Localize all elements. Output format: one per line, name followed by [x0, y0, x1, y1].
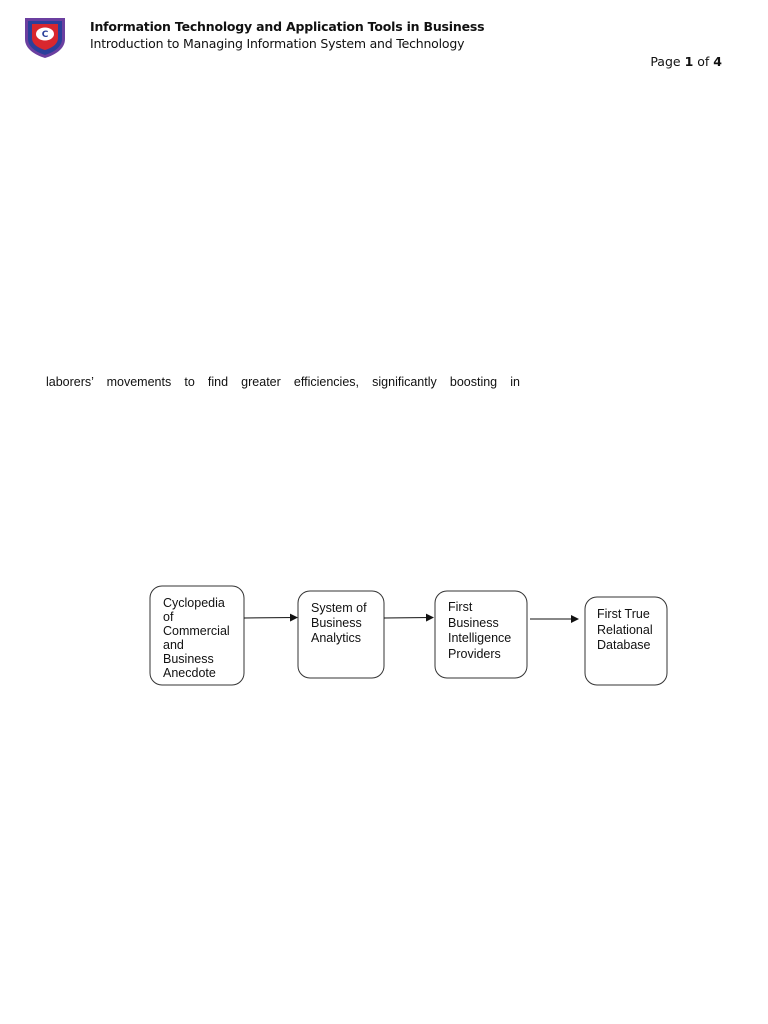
flow-node-bi-providers: First Business Intelligence Providers: [434, 590, 528, 679]
page-of: of: [697, 54, 710, 69]
module-subtitle: Introduction to Managing Information Sys…: [90, 36, 465, 51]
page-total: 4: [713, 54, 722, 69]
node-text-line: of: [163, 610, 174, 624]
flow-arrow: [243, 613, 298, 622]
flow-node-cyclopedia: Cyclopedia of Commercial and Business An…: [149, 585, 245, 686]
node-text-line: and: [163, 638, 184, 652]
node-text-line: First: [448, 600, 473, 614]
node-text-line: First True: [597, 607, 650, 621]
svg-text:C: C: [42, 30, 49, 40]
node-text-line: Business: [311, 616, 362, 630]
node-text-line: Cyclopedia: [163, 596, 225, 610]
flow-node-business-analytics: System of Business Analytics: [297, 590, 385, 679]
school-logo: C: [25, 18, 65, 58]
node-text-line: Analytics: [311, 631, 361, 645]
page-indicator: Page 1 of 4: [650, 54, 722, 69]
page-label: Page: [650, 54, 681, 69]
node-text-line: Business: [448, 616, 499, 630]
node-text-line: Intelligence: [448, 631, 511, 645]
node-text-line: Providers: [448, 647, 501, 661]
course-title: Information Technology and Application T…: [90, 19, 485, 34]
node-text-line: System of: [311, 601, 367, 615]
node-text-line: Relational: [597, 623, 653, 637]
node-text-line: Business: [163, 652, 214, 666]
flow-node-relational-database: First True Relational Database: [584, 596, 668, 686]
flow-arrow: [383, 613, 434, 622]
page-current: 1: [684, 54, 694, 69]
body-text-line: laborers’ movements to find greater effi…: [46, 375, 520, 389]
node-text-line: Database: [597, 638, 651, 652]
node-text-line: Commercial: [163, 624, 230, 638]
node-text-line: Anecdote: [163, 666, 216, 680]
